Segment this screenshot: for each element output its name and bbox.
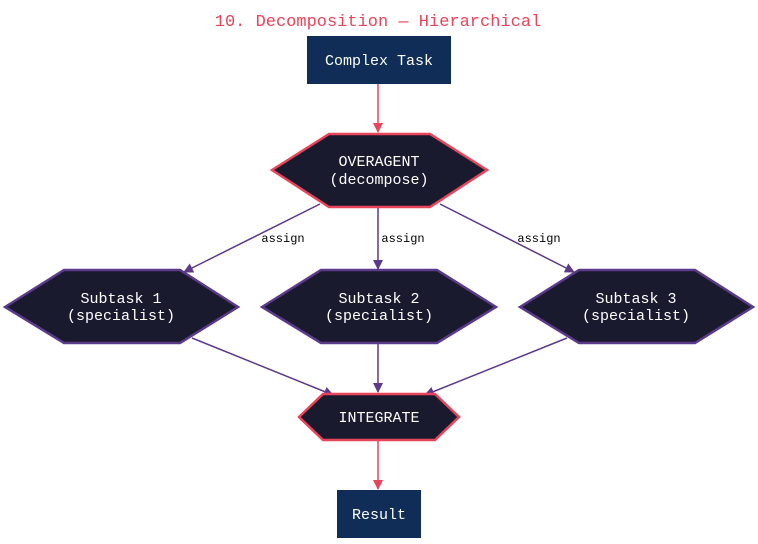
- node-subtask-1-sublabel: (specialist): [67, 308, 175, 325]
- node-result: Result: [337, 490, 421, 538]
- node-subtask-2-label: Subtask 2: [338, 291, 419, 308]
- node-overagent: OVERAGENT (decompose): [269, 132, 490, 209]
- node-subtask-3-label: Subtask 3: [595, 291, 676, 308]
- node-integrate: INTEGRATE: [297, 392, 461, 442]
- node-result-label: Result: [352, 507, 406, 524]
- node-subtask-1-label: Subtask 1: [80, 291, 161, 308]
- node-overagent-label: OVERAGENT: [338, 154, 419, 171]
- edge-label-assign-3: assign: [517, 232, 560, 246]
- node-overagent-sublabel: (decompose): [329, 172, 428, 189]
- edge-subtask1-to-integrate: [191, 337, 334, 397]
- node-subtask-3-sublabel: (specialist): [582, 308, 690, 325]
- edge-subtask3-to-integrate: [424, 337, 568, 397]
- node-subtask-2: Subtask 2 (specialist): [259, 268, 499, 345]
- edge-label-assign-1: assign: [261, 232, 304, 246]
- node-subtask-3: Subtask 3 (specialist): [517, 268, 756, 345]
- edge-overagent-to-subtask3: [439, 203, 575, 273]
- node-complex-task-label: Complex Task: [325, 53, 433, 70]
- node-subtask-1: Subtask 1 (specialist): [2, 268, 241, 345]
- node-complex-task: Complex Task: [307, 36, 451, 84]
- diagram-title: 10. Decomposition — Hierarchical: [215, 13, 541, 32]
- node-subtask-2-sublabel: (specialist): [325, 308, 433, 325]
- node-integrate-label: INTEGRATE: [338, 410, 419, 427]
- edge-label-assign-2: assign: [381, 232, 424, 246]
- edge-overagent-to-subtask1: [183, 203, 321, 273]
